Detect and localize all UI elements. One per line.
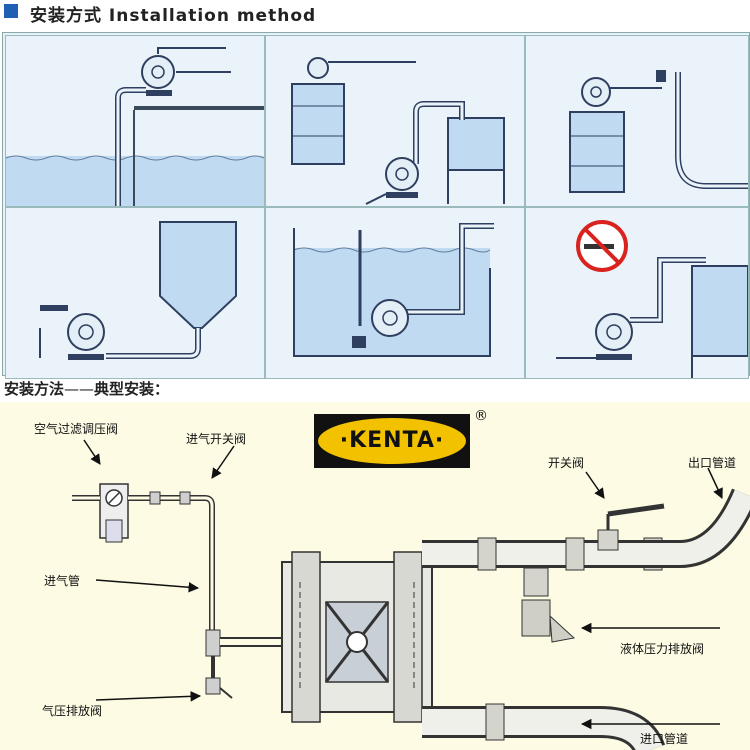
heading-square-icon (4, 4, 18, 18)
typical-installation-heading: 安装方法——典型安装： (4, 378, 169, 399)
panel-no-smoking (525, 207, 749, 379)
installation-grid (2, 32, 750, 379)
label-outlet-pipe: 出口管道 (688, 456, 737, 470)
label-liquid-pressure-relief-valve: 液体压力排放阀 (620, 642, 705, 656)
typical-title: 安装方法 (4, 380, 65, 398)
label-air-inlet-pipe: 进气管 (44, 574, 81, 588)
section-title: 安装方式 Installation method (30, 6, 317, 26)
no-smoking-icon (576, 220, 628, 272)
section-heading: 安装方式 Installation method (0, 0, 750, 28)
registered-mark: ® (474, 408, 488, 424)
typical-installation-diagram: ·KENTA· ® 空气过滤调压阀 进气开关阀 开关阀 出口管道 进气管 液体压… (0, 402, 750, 750)
label-air-filter-regulator: 空气过滤调压阀 (34, 422, 119, 436)
label-switch-valve: 开关阀 (548, 456, 585, 470)
kenta-logo: ·KENTA· (314, 414, 470, 468)
label-air-inlet-switch-valve: 进气开关阀 (186, 432, 247, 446)
pump-icon (141, 55, 175, 96)
typical-subtitle: 典型安装： (94, 380, 170, 398)
panel-drum-transfer (265, 35, 525, 207)
panel-hopper-feed (5, 207, 265, 379)
pump-icon (385, 157, 419, 198)
logo-text: ·KENTA· (339, 428, 445, 453)
panel-submerged (265, 207, 525, 379)
panel-drum-top-mount (525, 35, 749, 207)
pump-icon (595, 313, 633, 360)
air-filter-regulator-icon (99, 483, 129, 543)
pump-icon (67, 313, 105, 360)
typical-separator: —— (64, 380, 95, 398)
pump-icon (581, 77, 611, 107)
pump-icon (281, 551, 433, 723)
pump-icon (371, 299, 409, 337)
label-air-pressure-relief-valve: 气压排放阀 (42, 704, 103, 718)
label-inlet-pipe: 进口管道 (640, 732, 689, 746)
panel-suction-lift (5, 35, 265, 207)
